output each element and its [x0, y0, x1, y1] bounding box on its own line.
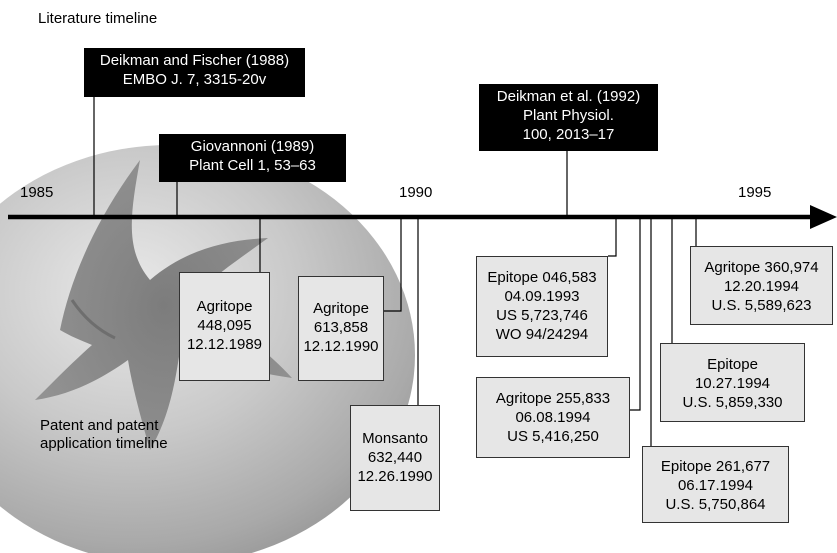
box-line: U.S. 5,859,330 — [682, 394, 783, 411]
box-line: U.S. 5,589,623 — [711, 297, 812, 314]
box-line: Agritope 255,833 — [495, 390, 611, 407]
patent-box-agritope-360974: Agritope 360,974 12.20.1994 U.S. 5,589,6… — [690, 246, 833, 325]
box-line: Epitope — [707, 356, 758, 373]
box-line: US 5,416,250 — [507, 428, 599, 445]
box-line: Epitope 046,583 — [487, 269, 597, 286]
calyx-shape — [35, 160, 292, 450]
box-line: Agritope — [313, 300, 369, 317]
patent-label-line: application timeline — [40, 435, 168, 452]
leader-line — [608, 217, 617, 257]
box-line: 100, 2013–17 — [522, 126, 615, 143]
box-line: 12.26.1990 — [357, 468, 433, 485]
box-line: Agritope 360,974 — [704, 259, 819, 276]
box-line: 613,858 — [313, 319, 369, 336]
box-line: Monsanto — [362, 430, 428, 447]
box-line: Deikman and Fischer (1988) — [99, 52, 290, 69]
box-line: 06.17.1994 — [677, 477, 754, 494]
year-label-1985: 1985 — [20, 184, 54, 201]
box-line: 12.20.1994 — [723, 278, 800, 295]
patent-box-epitope-261677: Epitope 261,677 06.17.1994 U.S. 5,750,86… — [642, 446, 789, 523]
box-line: Deikman et al. (1992) — [496, 88, 641, 105]
box-line: 448,095 — [197, 317, 252, 334]
box-line: U.S. 5,750,864 — [665, 496, 766, 513]
literature-timeline-title: Literature timeline — [38, 10, 158, 27]
box-line: Epitope 261,677 — [660, 458, 771, 475]
patent-timeline-label: Patent and patent application timeline — [40, 417, 168, 453]
patent-box-epitope-046583: Epitope 046,583 04.09.1993 US 5,723,746 … — [476, 256, 608, 357]
patent-box-epitope-10271994: Epitope 10.27.1994 U.S. 5,859,330 — [660, 343, 805, 422]
box-line: 04.09.1993 — [504, 288, 580, 305]
patent-box-agritope-613858: Agritope 613,858 12.12.1990 — [298, 276, 384, 381]
box-line: US 5,723,746 — [496, 307, 588, 324]
box-line: 10.27.1994 — [694, 375, 771, 392]
patent-label-line: Patent and patent — [40, 417, 159, 434]
box-line: Giovannoni (1989) — [190, 138, 315, 155]
box-line: EMBO J. 7, 3315-20v — [122, 71, 267, 88]
box-line: 632,440 — [367, 449, 423, 466]
box-line: Plant Cell 1, 53–63 — [189, 157, 316, 174]
year-label-1995: 1995 — [738, 184, 772, 201]
box-line: Agritope — [196, 298, 253, 315]
patent-box-monsanto-632440: Monsanto 632,440 12.26.1990 — [350, 405, 440, 511]
box-line: Plant Physiol. — [523, 107, 614, 124]
literature-box-deikman-fischer-1988: Deikman and Fischer (1988) EMBO J. 7, 33… — [84, 48, 305, 97]
literature-box-deikman-1992: Deikman et al. (1992) Plant Physiol. 100… — [479, 84, 658, 151]
year-label-1990: 1990 — [399, 184, 433, 201]
box-line: 12.12.1990 — [303, 338, 379, 355]
patent-box-agritope-255833: Agritope 255,833 06.08.1994 US 5,416,250 — [476, 377, 630, 458]
leader-line — [630, 217, 641, 411]
patent-box-agritope-448095: Agritope 448,095 12.12.1989 — [179, 272, 270, 381]
literature-box-giovannoni-1989: Giovannoni (1989) Plant Cell 1, 53–63 — [159, 134, 346, 182]
timeline-arrowhead — [810, 205, 837, 229]
box-line: 06.08.1994 — [515, 409, 591, 426]
leader-line — [384, 217, 402, 312]
box-line: 12.12.1989 — [186, 336, 263, 353]
box-line: WO 94/24294 — [495, 326, 589, 343]
